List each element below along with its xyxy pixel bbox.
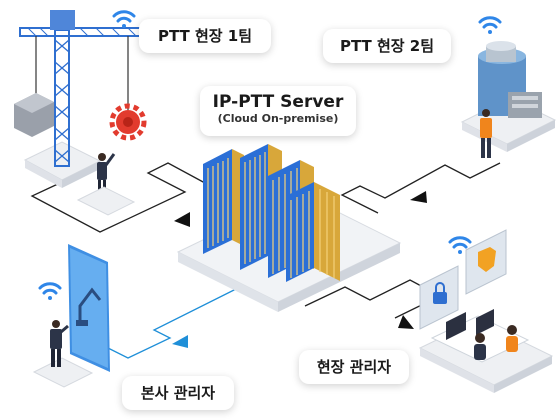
field-manager-desk — [418, 229, 554, 393]
arrows — [172, 191, 427, 348]
arrow-from-team2 — [410, 191, 427, 203]
gear-icon — [109, 103, 147, 141]
team2-label: PTT 현장 2팀 — [323, 29, 451, 63]
crane-site — [14, 10, 151, 216]
line-team2-to-server — [340, 162, 501, 214]
counterweight-block — [14, 93, 54, 137]
server-rack-icon — [203, 144, 340, 282]
hq-manager-site — [32, 244, 110, 388]
tablet-screen — [68, 244, 110, 372]
arrow-to-field — [398, 315, 414, 329]
line-hq-to-server — [81, 280, 253, 359]
server-title: IP-PTT Server — [212, 92, 344, 112]
worker-figure-hq — [50, 320, 69, 367]
wifi-icon — [38, 282, 62, 300]
shield-panel — [465, 229, 507, 295]
wifi-icon — [112, 10, 136, 28]
robot-arm-icon — [78, 287, 102, 322]
wifi-icon — [448, 236, 472, 254]
machine-site — [460, 41, 557, 158]
server-subtitle: (Cloud On-premise) — [217, 112, 339, 125]
server-label: IP-PTT Server (Cloud On-premise) — [200, 86, 356, 136]
crane-icon — [19, 10, 151, 167]
wifi-icon — [478, 16, 502, 34]
seated-people — [474, 325, 518, 360]
arrow-to-server-left — [174, 212, 190, 227]
shield-icon — [478, 247, 496, 272]
arrow-hq-link — [172, 335, 188, 348]
machine-icon — [478, 41, 542, 118]
worker-figure-team2 — [480, 109, 492, 158]
team1-label: PTT 현장 1팀 — [139, 19, 271, 53]
hq-manager-label: 본사 관리자 — [122, 376, 234, 410]
laptop-icon — [446, 309, 494, 340]
lock-icon — [433, 282, 447, 304]
line-team1-to-server — [30, 162, 206, 233]
lock-panel — [419, 265, 459, 330]
field-manager-label: 현장 관리자 — [299, 350, 409, 384]
